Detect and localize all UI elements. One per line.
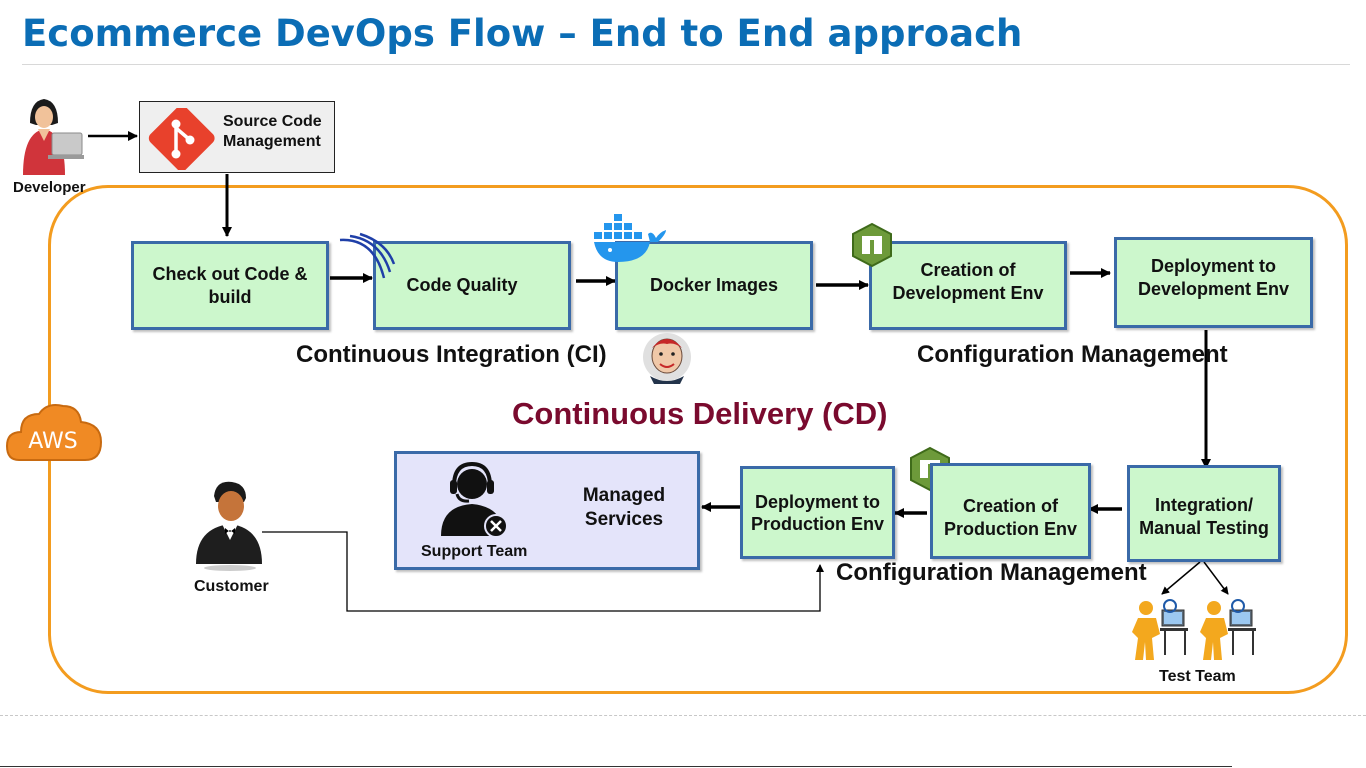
checkout-build-step[interactable]: Check out Code & build: [131, 241, 329, 330]
sonar-icon: [339, 232, 396, 279]
config-mgmt-top-label: Configuration Management: [917, 341, 1228, 368]
checkout-build-label: Check out Code & build: [152, 263, 308, 307]
scm-label: Source Code Management: [223, 113, 322, 150]
chef-icon: [852, 222, 892, 268]
support-headset-icon: [441, 461, 508, 538]
deploy-prod-env-step[interactable]: Deployment to Production Env: [740, 466, 895, 559]
developer-label: Developer: [13, 179, 86, 196]
title-divider: [22, 64, 1350, 65]
docker-images-label: Docker Images: [649, 275, 779, 295]
source-code-management-box[interactable]: Source Code Management: [139, 101, 335, 173]
slide-bottom-divider: [0, 715, 1366, 716]
integration-testing-step[interactable]: Integration/ Manual Testing: [1127, 465, 1281, 562]
arrow-testing-to-tester2: [1203, 561, 1229, 595]
create-dev-env-step[interactable]: Creation of Development Env: [869, 241, 1067, 330]
customer-feedback-line: [262, 531, 824, 612]
slide-title: Ecommerce DevOps Flow – End to End appro…: [22, 12, 1023, 55]
jenkins-icon: [643, 333, 691, 384]
deploy-prod-env-label: Deployment to Production Env: [750, 491, 884, 534]
code-quality-label: Code Quality: [406, 275, 518, 295]
customer-icon: [196, 481, 262, 571]
git-icon: [148, 108, 215, 170]
create-prod-env-step[interactable]: Creation of Production Env: [930, 463, 1091, 559]
create-dev-env-label: Creation of Development Env: [892, 259, 1044, 303]
cd-section-label: Continuous Delivery (CD): [512, 396, 888, 431]
deploy-dev-env-step[interactable]: Deployment to Development Env: [1114, 237, 1313, 328]
support-team-label: Support Team: [421, 543, 528, 560]
tester-icon: [1132, 599, 1188, 660]
developer-icon: [23, 99, 84, 175]
tester-icon: [1200, 599, 1256, 660]
aws-cloud-icon: AWS: [5, 404, 103, 461]
managed-services-label: Managed Services: [582, 485, 666, 530]
test-team-label: Test Team: [1159, 668, 1236, 685]
customer-label: Customer: [194, 578, 269, 595]
integration-testing-label: Integration/ Manual Testing: [1139, 494, 1269, 538]
code-quality-step[interactable]: Code Quality: [373, 241, 571, 330]
ci-section-label: Continuous Integration (CI): [296, 341, 607, 368]
config-mgmt-bottom-label: Configuration Management: [836, 559, 1147, 586]
create-prod-env-label: Creation of Production Env: [943, 496, 1077, 539]
docker-images-step[interactable]: Docker Images: [615, 241, 813, 330]
slide-footer-rule: [0, 766, 1232, 767]
managed-services-box[interactable]: Support Team Managed Services: [394, 451, 700, 570]
docker-icon: [594, 214, 666, 262]
arrow-testing-to-tester1: [1161, 561, 1201, 595]
aws-cloud-label: AWS: [28, 429, 78, 454]
deploy-dev-env-label: Deployment to Development Env: [1137, 255, 1290, 299]
